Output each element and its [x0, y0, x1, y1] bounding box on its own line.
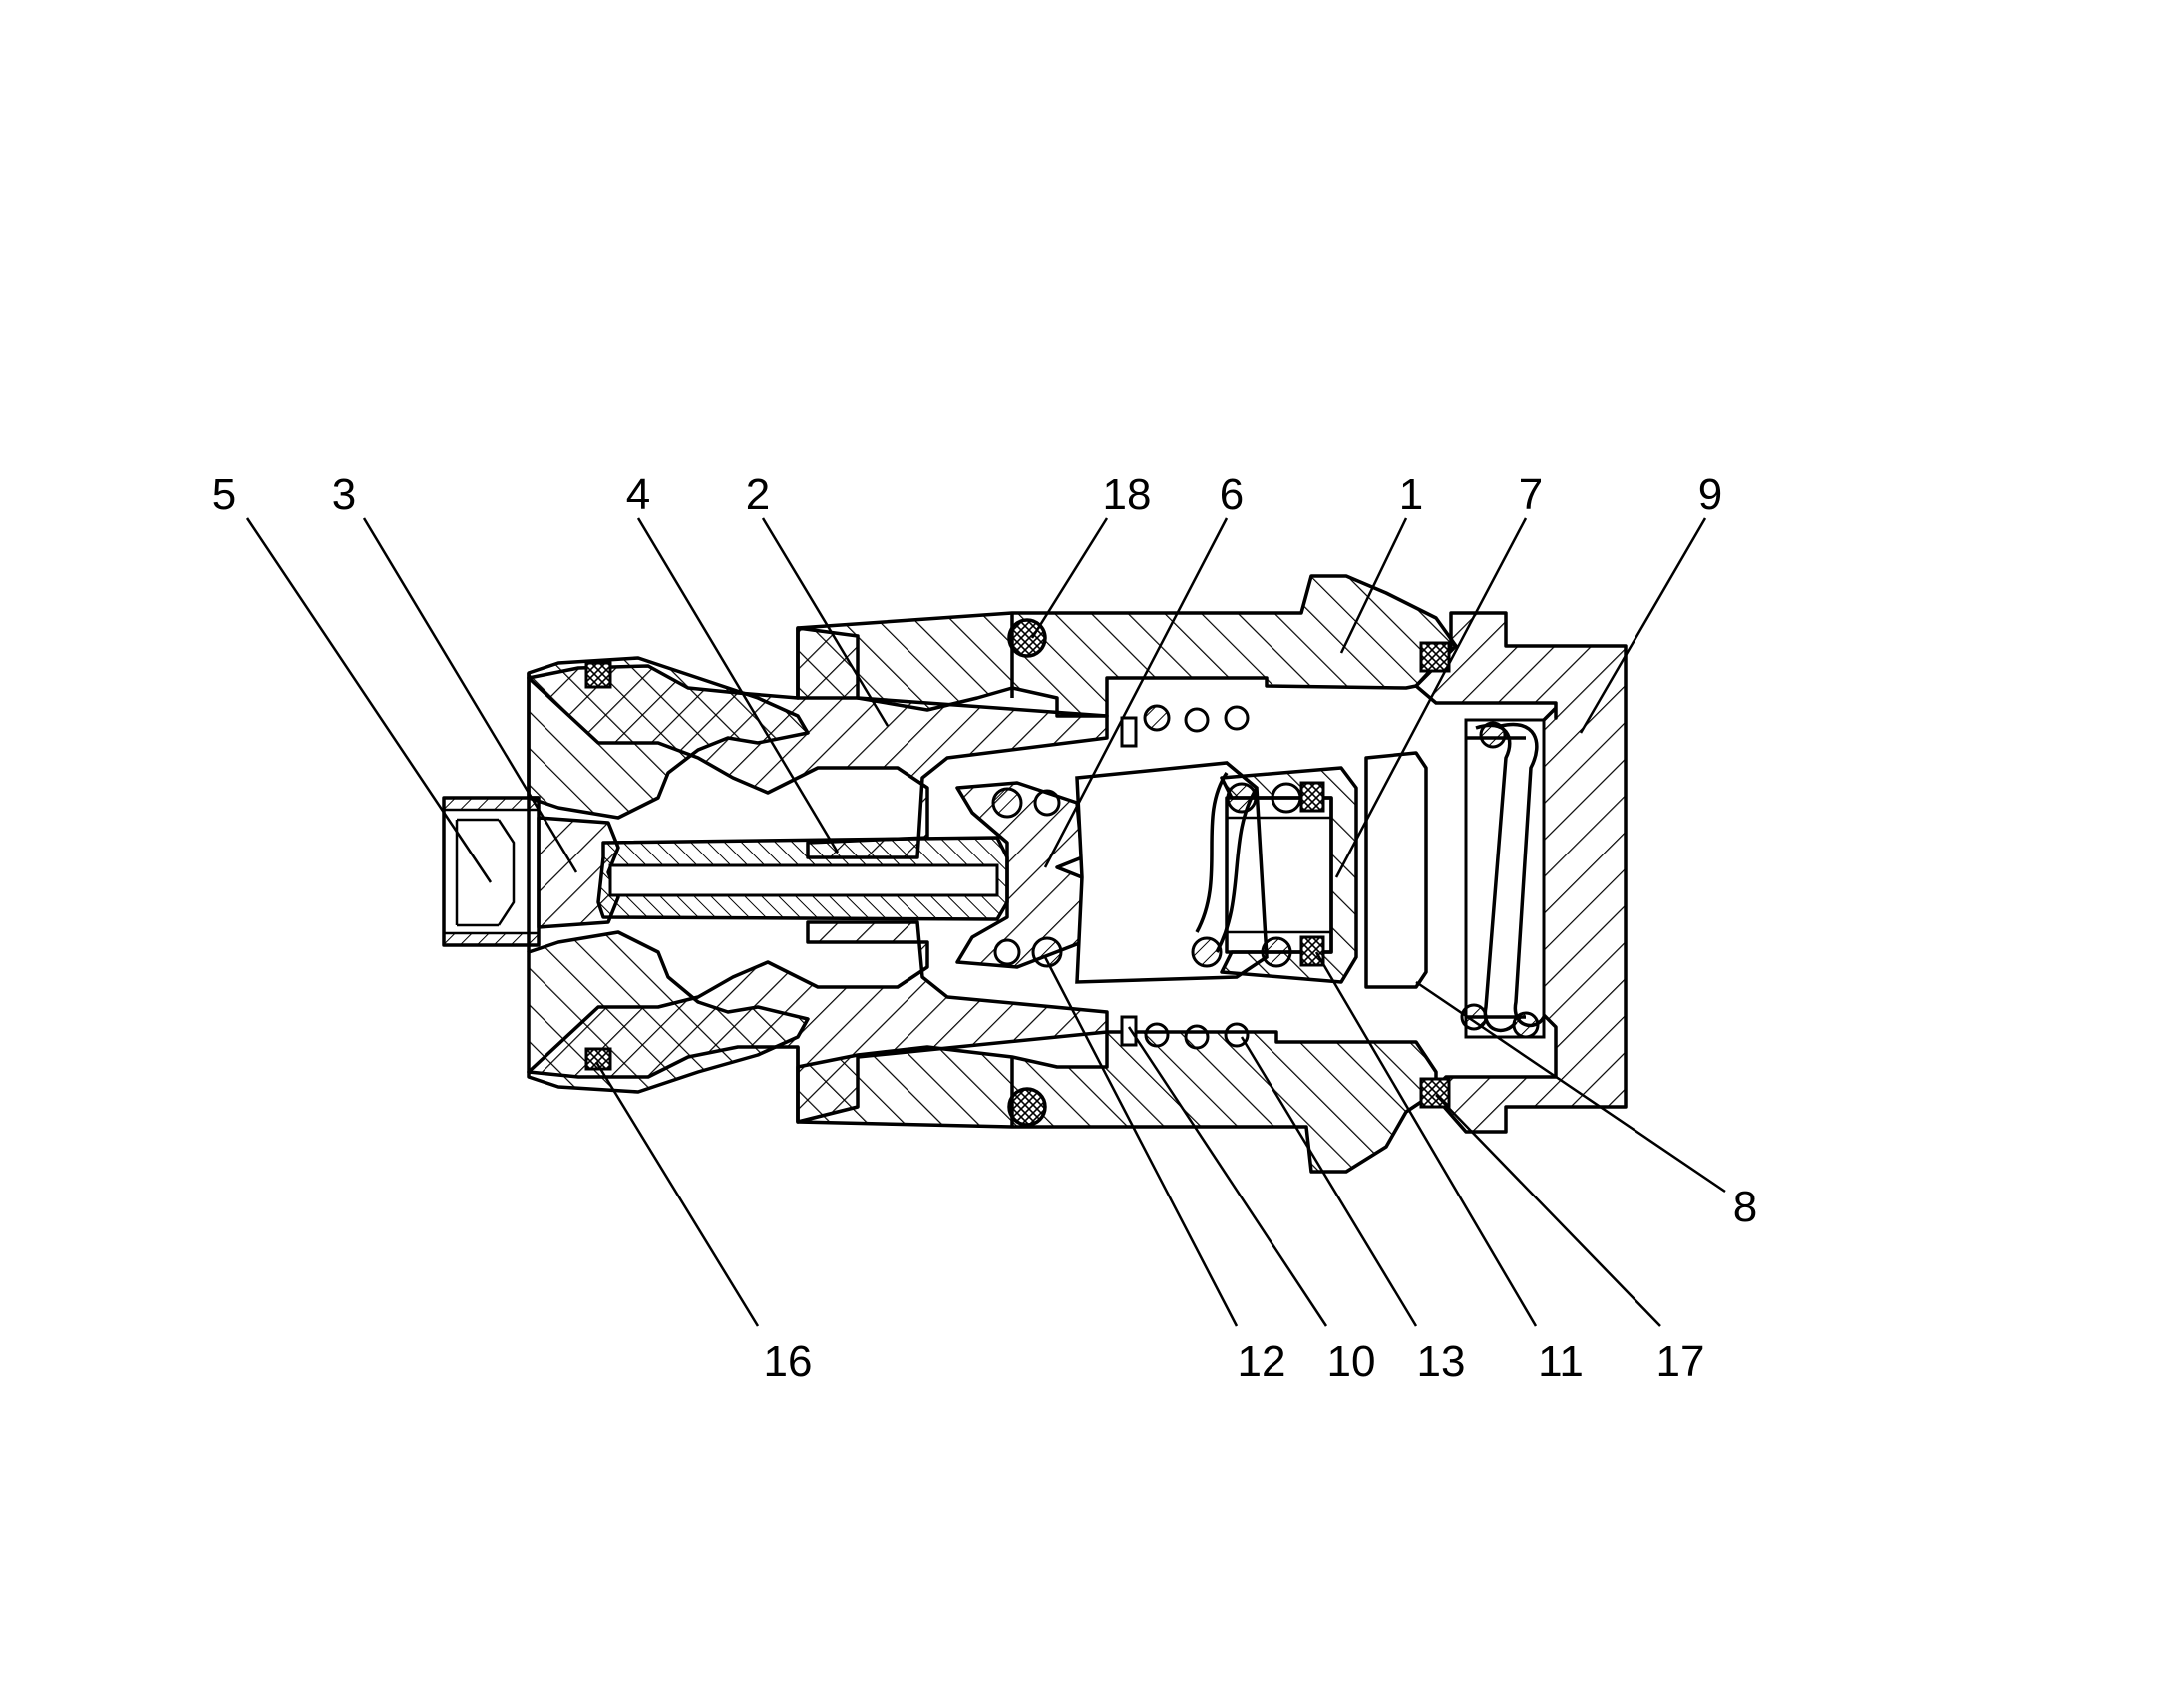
part-18-oring-bottom [1007, 1087, 1047, 1127]
callout-16: 16 [764, 1337, 813, 1386]
part-18-oring-top [1007, 618, 1047, 658]
callout-12: 12 [1238, 1337, 1286, 1386]
callout-7: 7 [1519, 470, 1543, 518]
leader-12 [1043, 956, 1239, 1327]
callout-labels: 5 3 4 2 18 6 1 7 9 8 16 12 10 13 11 17 [212, 470, 1757, 1386]
leader-10 [1127, 1026, 1328, 1327]
leader-9 [1579, 517, 1707, 734]
leader-4 [636, 517, 840, 854]
part-10-pin-bottom [1120, 1015, 1138, 1047]
callout-2: 2 [746, 470, 770, 518]
callout-18: 18 [1103, 470, 1152, 518]
part-9-inner-cavity [1464, 718, 1546, 1039]
callout-1: 1 [1399, 470, 1423, 518]
callout-4: 4 [626, 470, 650, 518]
leader-17 [1435, 1094, 1661, 1327]
callout-11: 11 [1538, 1337, 1584, 1386]
callout-6: 6 [1220, 470, 1244, 518]
cross-section-drawing [442, 574, 1628, 1174]
part-8-plate [1364, 751, 1428, 989]
callout-13: 13 [1417, 1337, 1466, 1386]
part-11-backup-ring-bottom [1299, 935, 1325, 967]
part-left-nut-top [527, 656, 810, 820]
leader-2 [761, 517, 890, 727]
leader-13 [1240, 1036, 1418, 1327]
callout-17: 17 [1656, 1337, 1705, 1386]
leader-11 [1314, 951, 1538, 1327]
leader-18 [1030, 517, 1109, 639]
leader-5 [245, 517, 493, 883]
part-11-backup-ring-top [1299, 781, 1325, 813]
part-13-spring-coils [1143, 704, 1302, 1050]
part-left-nut-bottom [527, 930, 810, 1094]
part-16-seal-bottom [584, 1047, 612, 1071]
leader-6 [1043, 517, 1229, 868]
part-16-seal-top [584, 661, 612, 689]
leader-1 [1339, 517, 1408, 654]
part-12-seals [991, 787, 1063, 968]
part-1-body-bottom [796, 1030, 1438, 1174]
part-17-seal-top [1419, 641, 1451, 673]
callout-3: 3 [332, 470, 356, 518]
part-1-body-top [796, 574, 1458, 718]
part-10-pin-top [1120, 716, 1138, 748]
callout-10: 10 [1327, 1337, 1376, 1386]
leader-8 [1415, 980, 1726, 1194]
leader-3 [362, 517, 578, 873]
part-8-spring [1460, 721, 1546, 1039]
leader-7 [1334, 517, 1528, 878]
callout-5: 5 [212, 470, 236, 518]
callout-8: 8 [1733, 1183, 1757, 1231]
leader-16 [594, 1061, 760, 1327]
leader-lines [245, 517, 1726, 1327]
callout-9: 9 [1698, 470, 1722, 518]
part-4-bore [608, 863, 999, 897]
